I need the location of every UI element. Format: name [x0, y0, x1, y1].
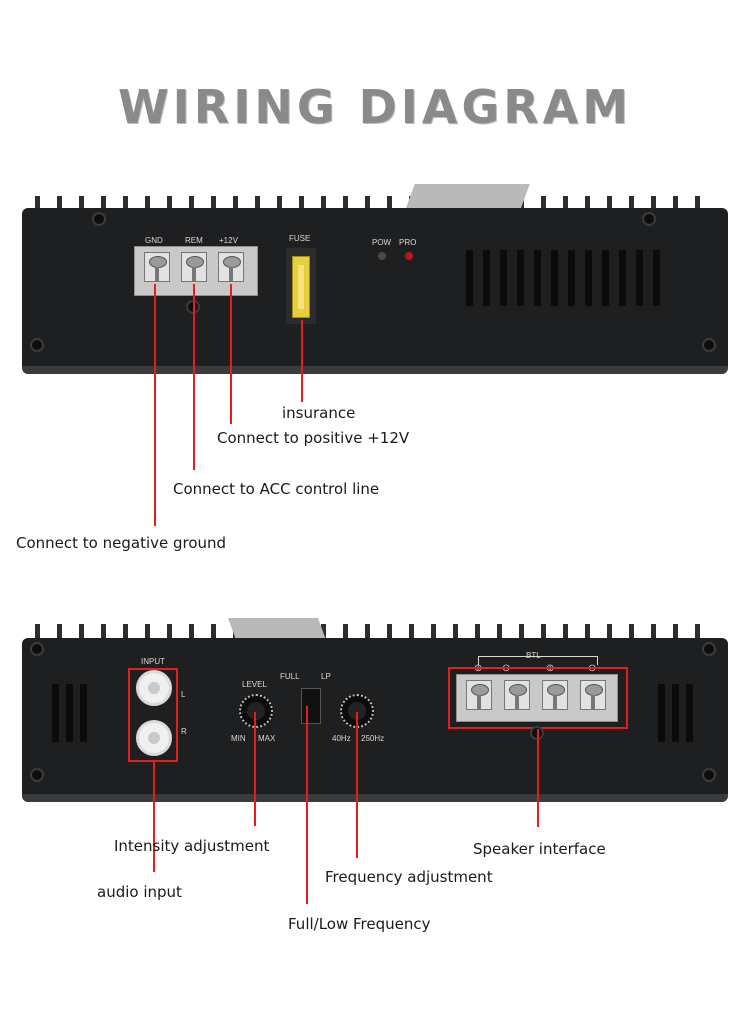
level-max-label: MAX: [258, 734, 276, 743]
fuse-icon: [292, 256, 310, 318]
freq-min-label: 40Hz: [332, 734, 351, 743]
callout-line-acc: [193, 284, 195, 470]
callout-line-ground: [154, 284, 156, 526]
switch-lp-label: LP: [321, 672, 331, 681]
speaker-terminal: [580, 680, 606, 710]
callout-box-speaker: [448, 667, 628, 729]
callout-ground: Connect to negative ground: [16, 534, 227, 552]
speaker-terminal: [542, 680, 568, 710]
screw-icon: [30, 768, 44, 782]
switch-full-label: FULL: [280, 672, 300, 681]
vent-slots-left: [52, 684, 94, 742]
heatsink-fin: [35, 624, 715, 638]
power-led-icon: [378, 252, 386, 260]
led-label-pro: PRO: [399, 238, 417, 247]
screw-icon: [702, 338, 716, 352]
callout-box-audio-input: [128, 668, 178, 762]
led-label-pow: POW: [372, 238, 392, 247]
callout-frequency: Frequency adjustment: [325, 868, 493, 886]
input-label: INPUT: [141, 657, 165, 666]
callout-full-low: Full/Low Frequency: [288, 915, 431, 933]
vent-slots-right: [658, 684, 700, 742]
screw-icon: [642, 212, 656, 226]
level-knob[interactable]: [239, 694, 273, 728]
protect-led-icon: [405, 252, 413, 260]
page-title: WIRING DIAGRAM: [117, 80, 633, 134]
callout-intensity: Intensity adjustment: [114, 837, 270, 855]
full-lp-switch[interactable]: [301, 688, 321, 724]
mounting-bracket: [227, 618, 327, 640]
frequency-knob[interactable]: [340, 694, 374, 728]
fuse-label: FUSE: [289, 234, 311, 243]
btl-bracket: [478, 656, 598, 665]
level-min-label: MIN: [231, 734, 246, 743]
callout-line-positive: [230, 284, 232, 424]
callout-positive-12v: Connect to positive +12V: [217, 429, 410, 447]
btl-label: BTL: [526, 651, 541, 660]
callout-acc: Connect to ACC control line: [173, 480, 380, 498]
callout-line-insurance: [301, 320, 303, 402]
callout-insurance: insurance: [282, 404, 356, 422]
screw-icon: [30, 642, 44, 656]
callout-line-frequency: [356, 712, 358, 858]
callout-line-intensity: [254, 712, 256, 826]
freq-max-label: 250Hz: [361, 734, 385, 743]
callout-audio-input: audio input: [97, 883, 182, 901]
terminal-label-gnd: GND: [145, 236, 163, 245]
terminal-label-12v: +12V: [219, 236, 238, 245]
heatsink-fin: [35, 196, 715, 210]
screw-icon: [92, 212, 106, 226]
level-label: LEVEL: [242, 680, 267, 689]
rem-terminal: [181, 252, 207, 282]
rca-input-left[interactable]: [136, 670, 172, 706]
callout-line-full-low: [306, 706, 308, 904]
screw-icon: [702, 642, 716, 656]
speaker-terminal: [466, 680, 492, 710]
channel-label-r: R: [181, 727, 187, 736]
callout-line-speaker: [537, 729, 539, 827]
rca-input-right[interactable]: [136, 720, 172, 756]
mounting-bracket: [405, 184, 530, 210]
vent-slots: [466, 250, 666, 306]
terminal-label-rem: REM: [185, 236, 203, 245]
callout-line-audio: [153, 762, 155, 872]
screw-icon: [702, 768, 716, 782]
gnd-terminal: [144, 252, 170, 282]
callout-speaker: Speaker interface: [473, 840, 606, 858]
screw-icon: [30, 338, 44, 352]
speaker-terminal: [504, 680, 530, 710]
12v-terminal: [218, 252, 244, 282]
channel-label-l: L: [181, 690, 186, 699]
